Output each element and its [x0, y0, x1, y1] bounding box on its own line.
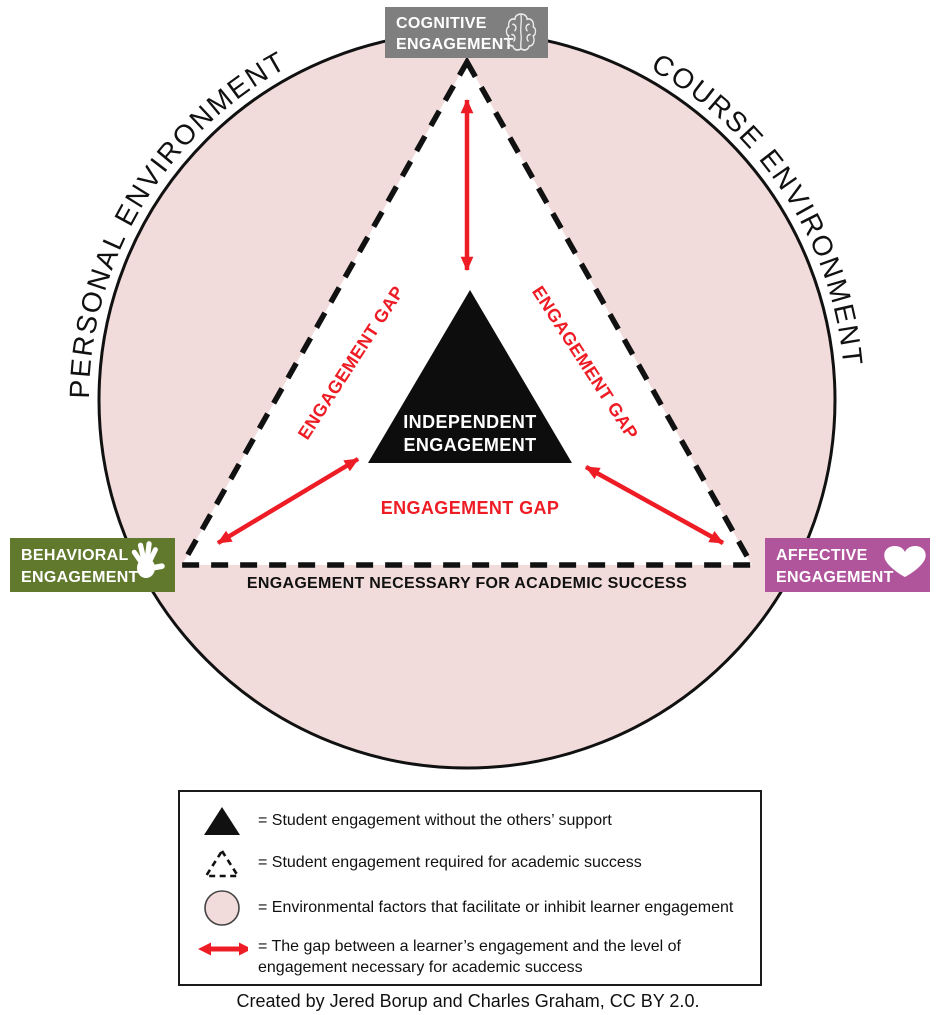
legend-row-dashed-triangle: = Student engagement required for academ…: [196, 847, 754, 879]
affective-engagement-node: AFFECTIVE ENGAGEMENT: [765, 538, 930, 592]
cognitive-label-line1: COGNITIVE: [396, 15, 487, 32]
legend-row-black-triangle: = Student engagement without the others’…: [196, 804, 754, 838]
cognitive-engagement-node: COGNITIVE ENGAGEMENT: [385, 7, 548, 58]
brain-icon: [505, 13, 537, 51]
affective-label-line2: ENGAGEMENT: [776, 569, 894, 586]
engagement-gap-label-bottom: ENGAGEMENT GAP: [381, 498, 560, 518]
engagement-diagram: PERSONAL ENVIRONMENT COURSE ENVIRONMENT …: [10, 7, 930, 770]
legend-row-arrow: = The gap between a learner’s engagement…: [196, 937, 754, 979]
gap-arrow-icon: [196, 940, 248, 958]
heart-icon: [884, 546, 926, 577]
legend-box: = Student engagement without the others’…: [178, 790, 762, 986]
legend-row-circle: = Environmental factors that facilitate …: [196, 888, 754, 928]
behavioral-engagement-node: BEHAVIORAL ENGAGEMENT: [10, 538, 175, 592]
independent-engagement-triangle: [368, 290, 572, 463]
affective-label-line1: AFFECTIVE: [776, 547, 868, 564]
dashed-triangle-icon: [196, 847, 248, 879]
gap-arrow-left: [216, 457, 360, 545]
baseline-label: ENGAGEMENT NECESSARY FOR ACADEMIC SUCCES…: [247, 575, 687, 592]
legend-text-black-triangle: = Student engagement without the others’…: [258, 811, 612, 829]
legend-text-arrow: = The gap between a learner’s engagement…: [258, 938, 681, 976]
behavioral-label-line2: ENGAGEMENT: [21, 569, 139, 586]
independent-engagement-label-line1: INDEPENDENT: [403, 412, 536, 432]
attribution-caption: Created by Jered Borup and Charles Graha…: [236, 991, 700, 1011]
legend-text-dashed-triangle: = Student engagement required for academ…: [258, 853, 642, 871]
gap-arrows: [216, 98, 725, 545]
environment-circle-icon: [196, 888, 248, 928]
legend-text-circle: = Environmental factors that facilitate …: [258, 898, 734, 916]
hand-icon: [131, 541, 165, 578]
cognitive-label-line2: ENGAGEMENT: [396, 36, 514, 53]
gap-arrow-right: [584, 465, 725, 545]
independent-engagement-label-line2: ENGAGEMENT: [403, 435, 536, 455]
black-triangle-icon: [196, 804, 248, 838]
behavioral-label-line1: BEHAVIORAL: [21, 547, 129, 564]
